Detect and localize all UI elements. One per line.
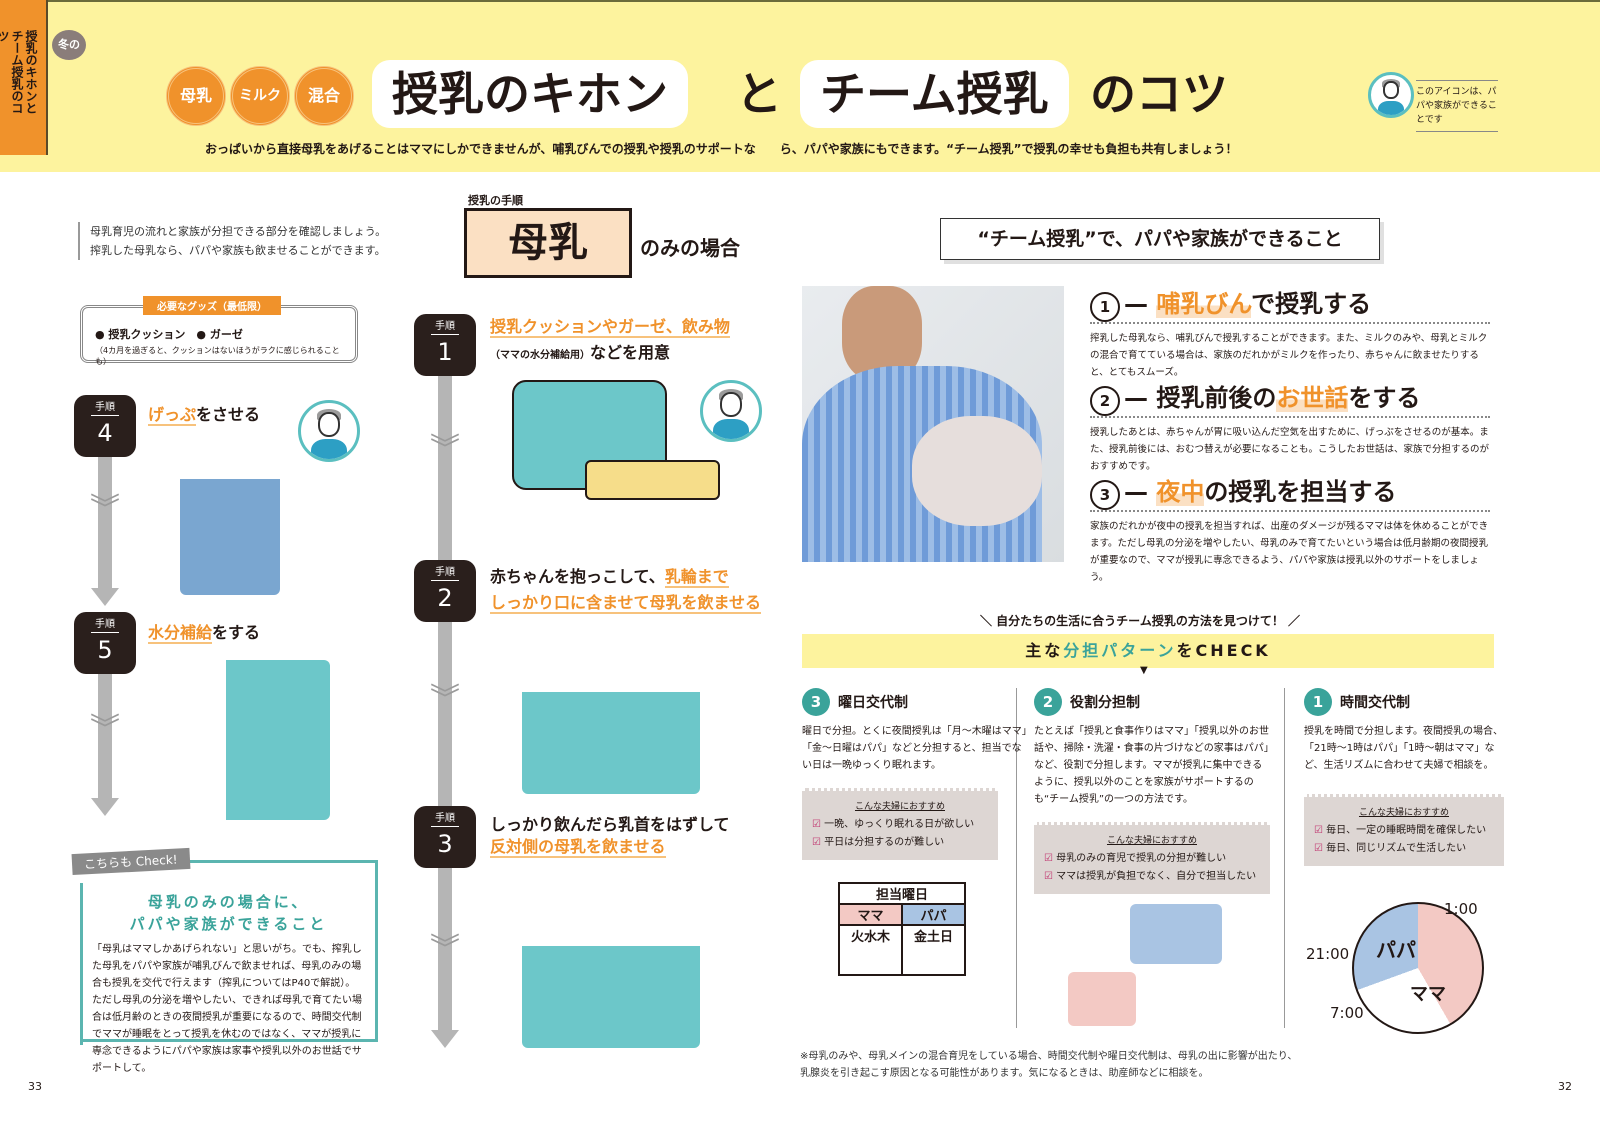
time-label: 1:00 bbox=[1444, 900, 1478, 918]
procedure-label: 授乳の手順 bbox=[468, 194, 523, 207]
category-formula: ミルク bbox=[230, 66, 290, 126]
chevron-down-icon: ︾ bbox=[430, 682, 460, 717]
drinking-illustration bbox=[170, 660, 330, 820]
step1-title: 授乳クッションやガーゼ、飲み物 bbox=[490, 317, 730, 338]
step2-title-line2: しっかり口に含ませて母乳を飲ませる bbox=[490, 593, 762, 614]
page-number-right: 32 bbox=[1558, 1080, 1572, 1093]
flow-bar bbox=[98, 660, 112, 800]
breastmilk-box: 母乳 bbox=[464, 208, 632, 278]
season-badge: 冬の bbox=[52, 30, 86, 60]
title-part2: チーム授乳 bbox=[800, 60, 1069, 128]
intro-line: 母乳育児の流れと家族が分担できる部分を確認しましょう。 bbox=[90, 225, 387, 238]
arrow-down-icon bbox=[431, 1030, 459, 1048]
step3-title-line2: 反対側の母乳を飲ませる bbox=[490, 837, 666, 858]
check-title: 母乳のみの場合に、パパや家族ができること bbox=[129, 893, 328, 933]
divider bbox=[1016, 688, 1017, 1028]
patterns-band: 主な分担パターンをCHECK bbox=[802, 634, 1494, 668]
title-part1: 授乳のキホン bbox=[372, 60, 688, 128]
face-shape bbox=[842, 286, 922, 381]
find-method-caption: ＼ 自分たちの生活に合うチーム授乳の方法を見つけて！ ／ bbox=[980, 614, 1300, 628]
intro-text: 母乳育児の流れと家族が分担できる部分を確認しましょう。 搾乳した母乳なら、パパや… bbox=[78, 222, 386, 260]
goods-label: 必要なグッズ（最低限） bbox=[143, 296, 281, 315]
table-illustration bbox=[585, 460, 720, 500]
check-tag: こちらも Check! bbox=[71, 847, 191, 876]
time-label: 21:00 bbox=[1306, 945, 1350, 963]
lead-text: おっぱいから直接母乳をあげることはママにしかできませんが、哺乳びんでの授乳や授乳… bbox=[205, 142, 1238, 156]
arrow-down-icon bbox=[91, 588, 119, 606]
category-mixed: 混合 bbox=[294, 66, 354, 126]
arrow-down-icon bbox=[91, 798, 119, 816]
time-label: 7:00 bbox=[1330, 1004, 1364, 1022]
nursing-illustration bbox=[522, 624, 700, 794]
housework-illustration bbox=[1130, 904, 1222, 964]
team-heading: “チーム授乳”で、パパや家族ができること bbox=[940, 218, 1380, 260]
goods-box: 必要なグッズ（最低限） ● 授乳クッション ● ガーゼ （4カ月を過ぎると、クッ… bbox=[80, 296, 358, 366]
goods-items: ● 授乳クッション ● ガーゼ bbox=[95, 328, 243, 341]
title-and: と bbox=[736, 67, 782, 121]
baby-shape bbox=[912, 416, 1042, 526]
step4-title: げっぷをさせる bbox=[148, 405, 261, 426]
section-tab: 授乳のキホンとチーム授乳のコツ bbox=[0, 0, 48, 155]
footnote: ※母乳のみや、母乳メインの混合育児をしている場合、時間交代制や曜日交代制は、母乳… bbox=[800, 1051, 1298, 1079]
down-triangle-icon: ▼ bbox=[1140, 665, 1148, 676]
divider bbox=[1284, 688, 1285, 1028]
step5-title: 水分補給をする bbox=[148, 623, 261, 644]
goods-note: （4カ月を過ぎると、クッションはないほうがラクに感じられることも） bbox=[95, 346, 340, 366]
title-tail: のコツ bbox=[1090, 67, 1228, 121]
chevron-down-icon: ︾ bbox=[90, 492, 120, 527]
weekday-chart-illustration: 担当曜日 ママパパ 火水木金土日 bbox=[838, 882, 966, 976]
dad-avatar-icon bbox=[700, 380, 762, 442]
team-item-3: 3— 夜中の授乳を担当する 家族のだれかが夜中の授乳を担当すれば、出産のダメージ… bbox=[1090, 474, 1490, 586]
step2-title: 赤ちゃんを抱っこして、乳輪まで bbox=[490, 567, 729, 588]
bottle-night-illustration bbox=[1068, 972, 1136, 1026]
breastmilk-only-tail: のみの場合 bbox=[640, 236, 740, 260]
chevron-down-icon: ︾ bbox=[430, 432, 460, 467]
intro-line: 搾乳した母乳なら、パパや家族も飲ませることができます。 bbox=[90, 244, 386, 257]
icon-legend-text: このアイコンは、パパや家族ができることです bbox=[1416, 80, 1498, 132]
team-item-1: 1— 哺乳びんで授乳する 搾乳した母乳なら、哺乳びんで授乳することができます。ま… bbox=[1090, 286, 1490, 381]
flow-bar bbox=[98, 440, 112, 590]
burping-illustration bbox=[180, 450, 280, 595]
nursing-illustration bbox=[522, 878, 700, 1048]
chevron-down-icon: ︾ bbox=[430, 932, 460, 967]
dad-avatar-icon bbox=[298, 400, 360, 462]
step3-title: しっかり飲んだら乳首をはずして bbox=[490, 815, 730, 834]
check-box: こちらも Check! 母乳のみの場合に、パパや家族ができること 「母乳はママし… bbox=[71, 847, 378, 1074]
chevron-down-icon: ︾ bbox=[90, 712, 120, 747]
clock-illustration: パパ ママ bbox=[1352, 902, 1484, 1034]
step1-sub: （ママの水分補給用）などを用意 bbox=[490, 343, 671, 362]
check-body: 「母乳はママしかあげられない」と思いがち。でも、搾乳した母乳をパパや家族が哺乳び… bbox=[92, 944, 362, 1074]
dad-avatar-icon bbox=[1368, 72, 1414, 118]
page-number-left: 33 bbox=[28, 1080, 42, 1093]
team-item-2: 2— 授乳前後のお世話をする 授乳したあとは、赤ちゃんが胃に吸い込んだ空気を出す… bbox=[1090, 380, 1490, 475]
category-breastmilk: 母乳 bbox=[166, 66, 226, 126]
father-baby-photo bbox=[802, 286, 1064, 562]
